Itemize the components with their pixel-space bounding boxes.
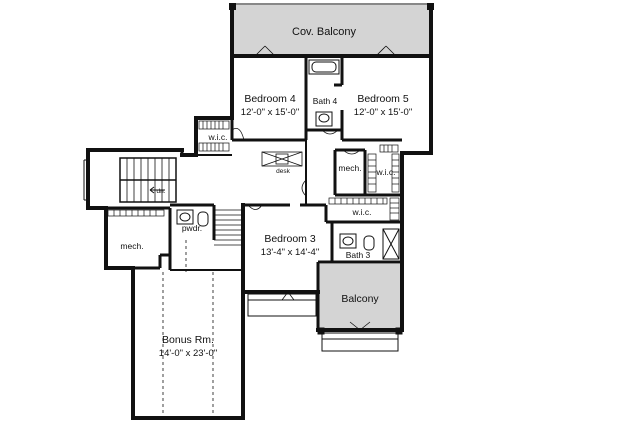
stair-windows xyxy=(83,159,88,201)
bedroom3-dims: 13'-4" x 14'-4" xyxy=(261,247,319,258)
bath3-fixtures xyxy=(339,228,400,260)
pwdr-fixtures xyxy=(176,209,209,227)
balcony-floor xyxy=(318,264,402,330)
exterior-walls xyxy=(86,54,433,420)
mech-upper-label: mech. xyxy=(338,163,361,173)
balcony-railing xyxy=(317,327,403,352)
bonus-dims: 14'-0" x 23'-0" xyxy=(159,348,217,359)
wic-mid-label: w.i.c. xyxy=(352,207,372,217)
wic-right-label: w.i.c. xyxy=(376,167,396,177)
bedroom3-bay xyxy=(247,293,317,317)
balcony-label: Balcony xyxy=(341,293,379,305)
bonus-label: Bonus Rm. xyxy=(162,334,214,346)
stair-to-bonus xyxy=(214,209,243,246)
bath3-label: Bath 3 xyxy=(346,250,371,260)
pwdr-label: pwdr. xyxy=(182,223,202,233)
stair-dn-label: dn. xyxy=(156,188,165,195)
cov-balcony-label: Cov. Balcony xyxy=(292,26,356,38)
bedroom5-dims: 12'-0" x 15'-0" xyxy=(354,107,412,118)
bedroom4-label: Bedroom 4 xyxy=(244,93,296,105)
interior-walls xyxy=(106,56,402,330)
desk-unit xyxy=(261,151,303,167)
bedroom3-label: Bedroom 3 xyxy=(264,233,316,245)
mech-lower-label: mech. xyxy=(120,241,143,251)
bath4-fixtures xyxy=(308,59,340,127)
bath4-label: Bath 4 xyxy=(313,96,338,106)
cov-balcony-floor xyxy=(231,5,431,56)
bedroom5-label: Bedroom 5 xyxy=(357,93,409,105)
cov-balcony xyxy=(229,3,434,56)
wic-left-label: w.i.c. xyxy=(208,132,228,142)
bedroom4-dims: 12'-0" x 15'-0" xyxy=(241,107,299,118)
bonus-dashed-lines xyxy=(162,240,214,416)
staircase xyxy=(119,157,177,203)
closet-shelves xyxy=(107,120,400,221)
desk-label: desk xyxy=(276,168,290,175)
door-swings xyxy=(231,45,397,331)
